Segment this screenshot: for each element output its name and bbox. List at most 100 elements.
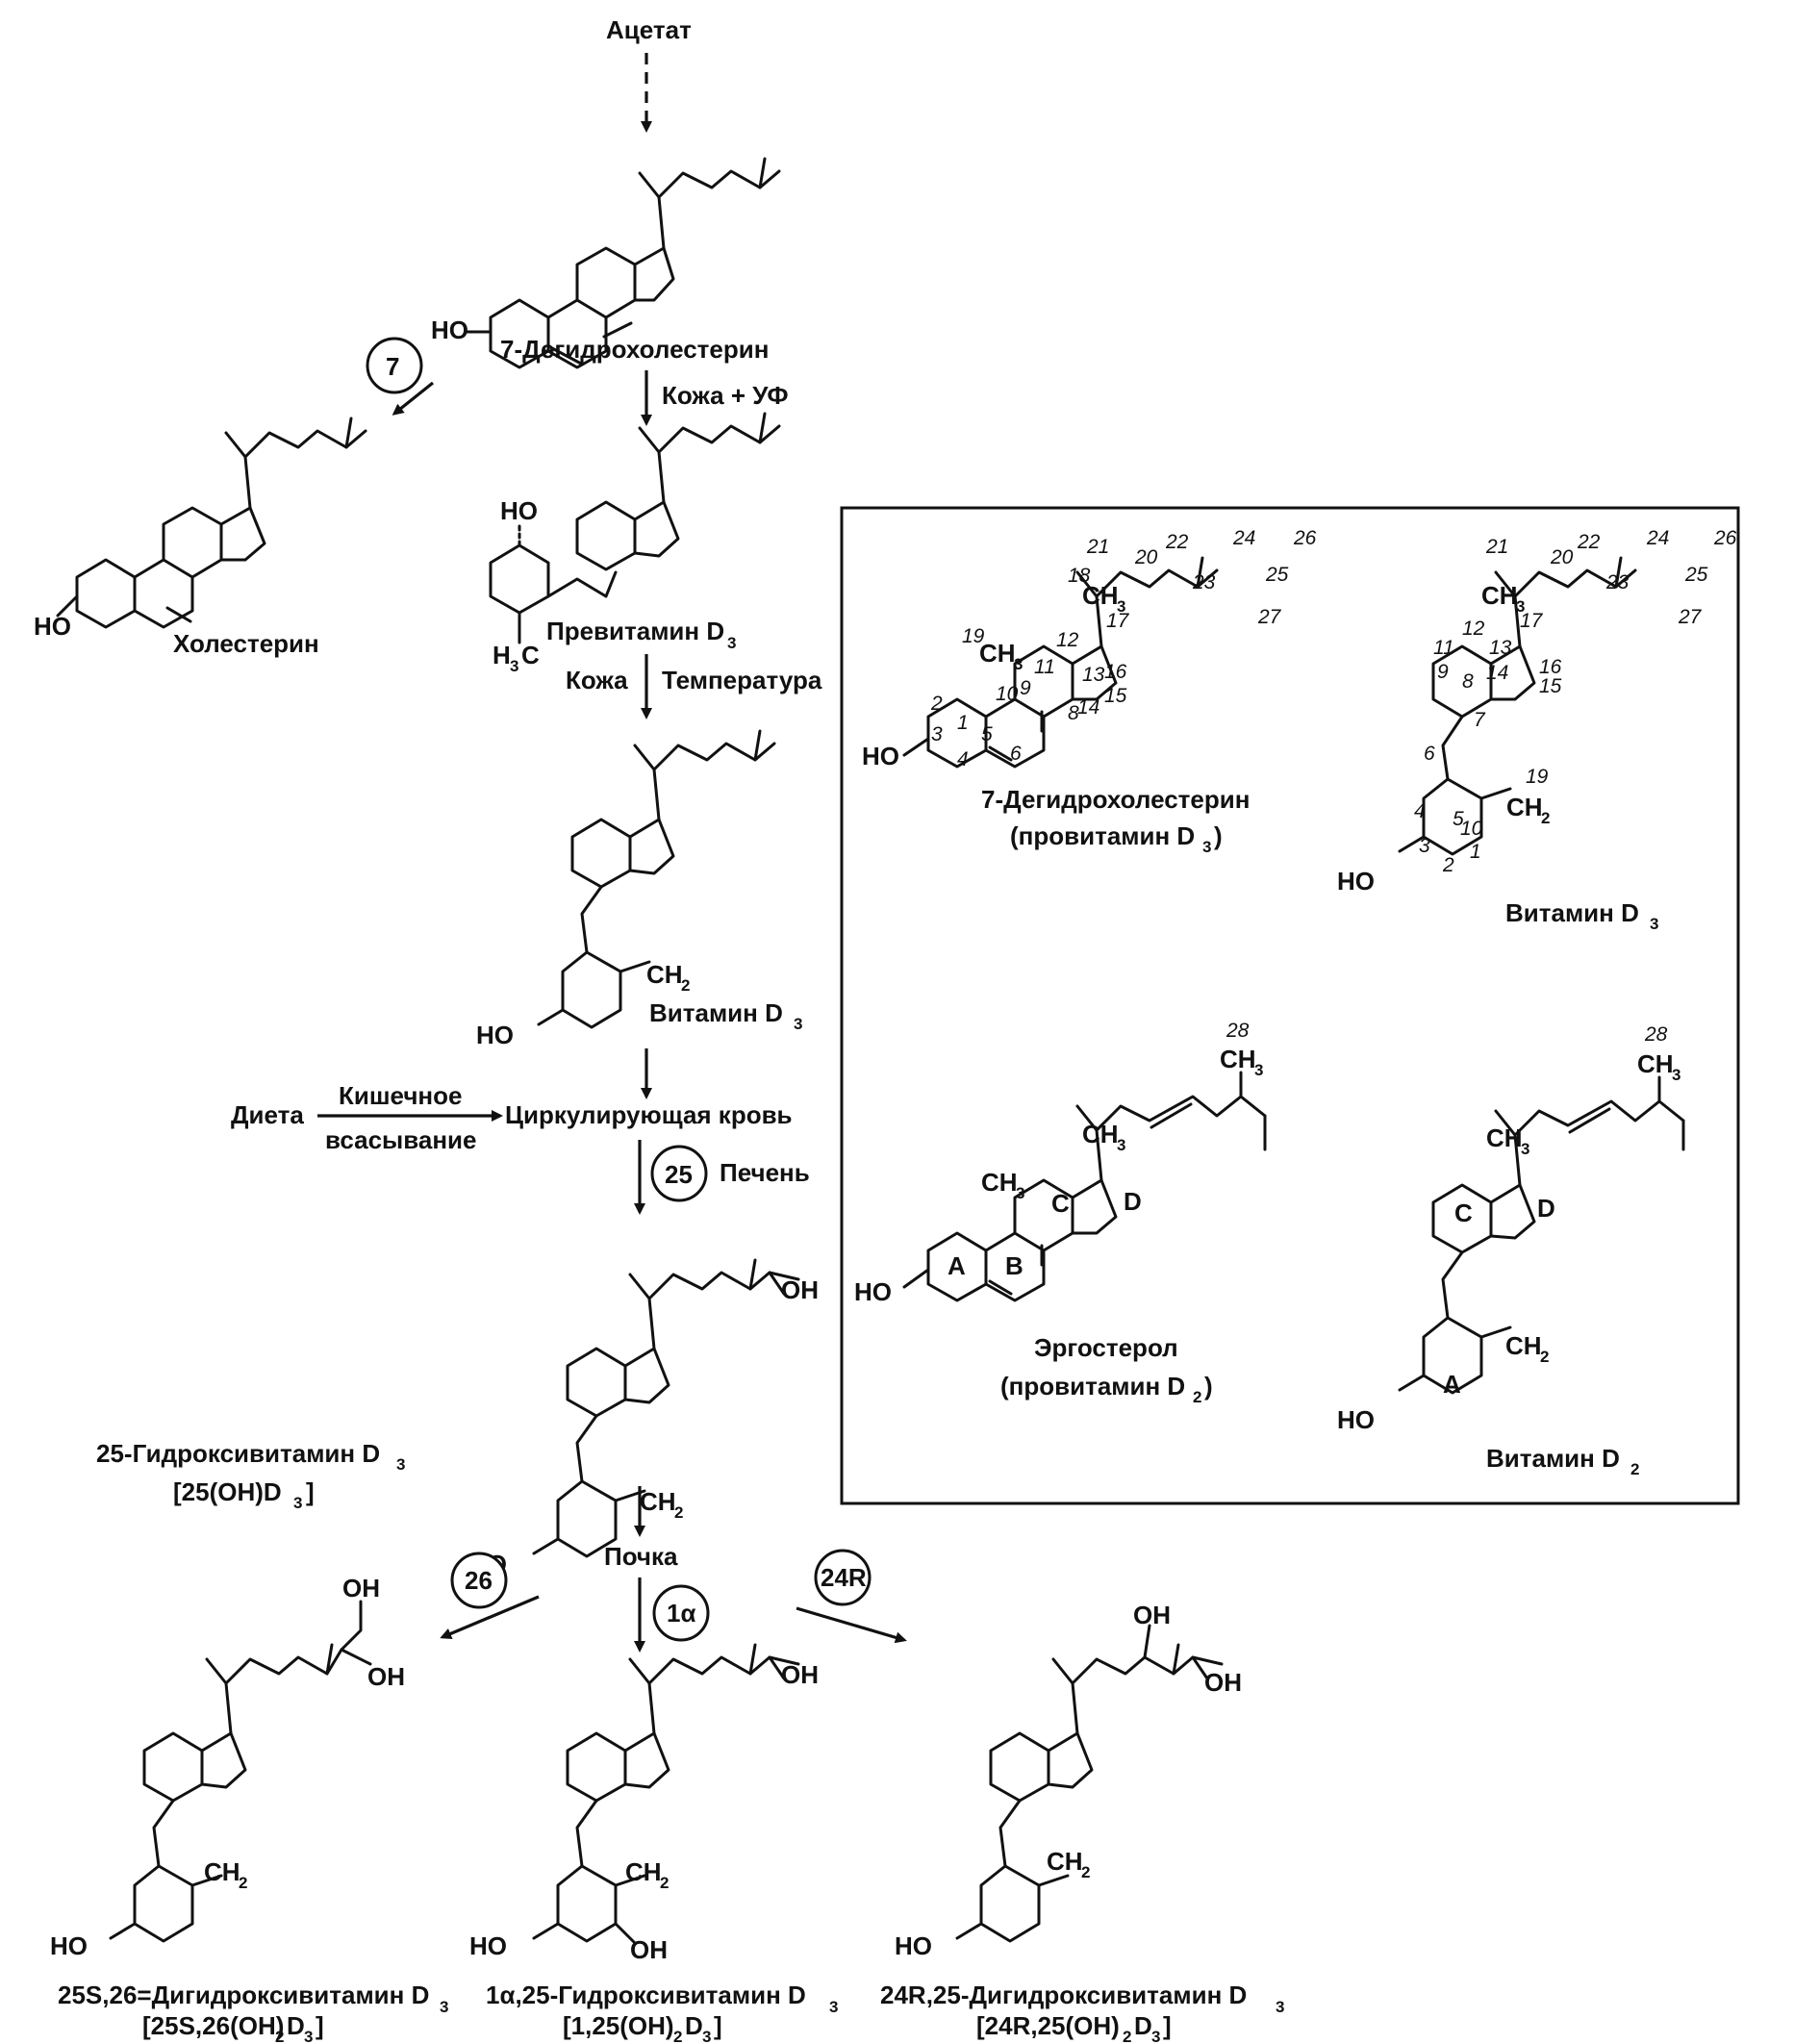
previtamin-label-sub: 3: [727, 634, 736, 652]
c1a25-label: 1α,25-Гидроксивитамин D: [486, 1981, 806, 2009]
box-dehydro-ch3-b: CH: [1082, 581, 1119, 610]
box-ergosterol-structure: [902, 1071, 1267, 1302]
c24r25-abbr-sub2: 2: [1123, 2028, 1131, 2044]
previtamin-h3c-c: C: [521, 641, 540, 669]
svg-text:2: 2: [930, 693, 943, 715]
cholesterol-structure: [56, 416, 367, 629]
svg-text:16: 16: [1539, 656, 1562, 678]
svg-text:18: 18: [1068, 565, 1091, 587]
svg-text:9: 9: [1437, 661, 1449, 683]
svg-text:25: 25: [1265, 564, 1289, 586]
hydroxy25-abbr: [25(OH)D: [173, 1477, 282, 1506]
skin-uv-label: Кожа + УФ: [662, 381, 789, 410]
svg-text:4: 4: [1414, 800, 1426, 822]
box-dehydro-structure: [902, 556, 1219, 769]
hydroxy25-label: 25-Гидроксивитамин D: [96, 1439, 380, 1468]
c1a25-label-sub: 3: [829, 1998, 838, 2016]
arrow-24r: [796, 1606, 907, 1644]
svg-text:22: 22: [1165, 531, 1189, 553]
c1a25-abbr-d: D: [685, 2011, 703, 2040]
enzyme-24r-label: 24R: [821, 1563, 867, 1592]
c25s26-oh2: OH: [367, 1662, 405, 1691]
c25s26-abbr-sub3: 3: [304, 2028, 313, 2044]
enzyme-1a-label: 1α: [667, 1599, 695, 1628]
box-ergo-pro-end: ): [1204, 1372, 1213, 1401]
box-vitd3-ho: HO: [1337, 867, 1375, 896]
box-vitd3-label: Витамин D: [1505, 898, 1639, 927]
enzyme-7-circle: [366, 337, 423, 394]
c24r25-abbr-d: D: [1134, 2011, 1152, 2040]
c24r25-oh1: OH: [1133, 1601, 1171, 1629]
previtamin-ho: HO: [500, 496, 538, 525]
blood-label: Циркулирующая кровь: [505, 1100, 793, 1129]
cholesterol-label: Холестерин: [173, 629, 319, 658]
c24r25-ho: HO: [895, 1931, 932, 1960]
hydroxy25-ch2: CH: [640, 1487, 676, 1516]
box-dehydro-pro-sub: 3: [1202, 838, 1211, 856]
svg-text:22: 22: [1577, 531, 1601, 553]
svg-text:3: 3: [931, 723, 943, 745]
enzyme-25-label: 25: [665, 1160, 693, 1189]
c24r25-abbr-sub3: 3: [1151, 2028, 1160, 2044]
svg-text:13: 13: [1489, 637, 1512, 659]
c1a25-ch2-sub: 2: [660, 1874, 669, 1892]
c1a25-abbr-end: ]: [714, 2011, 722, 2040]
c24r25-ch2: CH: [1047, 1847, 1083, 1876]
box-vitd3-ch3: CH: [1481, 581, 1518, 610]
svg-text:8: 8: [1462, 670, 1474, 693]
box-dehydro-ho: HO: [862, 742, 899, 770]
box-ergo-ch3-c-sub: 3: [1254, 1061, 1263, 1079]
c1a25-structure: [532, 1643, 800, 1945]
c1a25-abbr-sub2: 2: [673, 2028, 682, 2044]
box-vitd2-ch3-a-sub: 3: [1521, 1140, 1529, 1158]
svg-text:21: 21: [1086, 536, 1109, 558]
box-ring-a-ergo: A: [948, 1251, 966, 1280]
hydroxy25-structure: [532, 1258, 800, 1558]
previtamin-d3-structure: [489, 412, 781, 644]
skin-temp-label-a: Кожа: [566, 666, 628, 694]
box-vitd3-ch3-sub: 3: [1516, 597, 1525, 616]
box-ergo-pro-sub: 2: [1193, 1388, 1201, 1406]
dehydro-ho: HO: [431, 315, 468, 344]
svg-text:24: 24: [1646, 527, 1669, 549]
box-ring-c-vitd2: C: [1454, 1199, 1473, 1227]
c25s26-label-sub: 3: [440, 1998, 448, 2016]
box-dehydro-label: 7-Дегидрохолестерин: [981, 785, 1250, 814]
structures-box: [840, 506, 1740, 1505]
box-vitd3-label-sub: 3: [1650, 915, 1658, 933]
box-vitd2-label: Витамин D: [1486, 1444, 1620, 1473]
svg-text:12: 12: [1056, 629, 1079, 651]
svg-text:7: 7: [1474, 709, 1486, 731]
box-vitd2-ch2-sub: 2: [1540, 1348, 1549, 1366]
svg-text:15: 15: [1104, 685, 1127, 707]
box-vitd2-ho: HO: [1337, 1405, 1375, 1434]
c25s26-structure: [109, 1600, 372, 1943]
box-dehydro-ch3-a-sub: 3: [1014, 655, 1023, 673]
svg-text:16: 16: [1104, 661, 1127, 683]
svg-text:2: 2: [1442, 854, 1454, 876]
vitd3-ho: HO: [476, 1021, 514, 1049]
box-vitd2-ch3-b: CH: [1637, 1049, 1674, 1078]
enzyme-1a-circle: [652, 1584, 710, 1642]
c1a25-oh1: OH: [781, 1660, 819, 1689]
svg-text:10: 10: [1460, 818, 1483, 840]
svg-text:9: 9: [1020, 677, 1031, 699]
svg-text:25: 25: [1684, 564, 1708, 586]
c1a25-abbr: [1,25(OH): [563, 2011, 674, 2040]
c1a25-ho: HO: [469, 1931, 507, 1960]
svg-text:26: 26: [1293, 527, 1317, 549]
svg-text:13: 13: [1082, 664, 1105, 686]
box-vitd2-ch2: CH: [1505, 1331, 1542, 1360]
diet-label: Диета: [231, 1100, 304, 1129]
arrow-26: [440, 1595, 540, 1640]
box-vitd3-structure: [1398, 556, 1637, 856]
box-vitd2-structure: [1398, 1075, 1685, 1395]
svg-text:11: 11: [1034, 656, 1055, 678]
box-ergo-pro: (провитамин D: [1000, 1372, 1185, 1401]
hydroxy25-label-sub: 3: [396, 1455, 405, 1474]
box-dehydro-ch3-b-sub: 3: [1117, 597, 1125, 616]
svg-text:27: 27: [1257, 606, 1282, 628]
enzyme-26-circle: [450, 1552, 508, 1609]
